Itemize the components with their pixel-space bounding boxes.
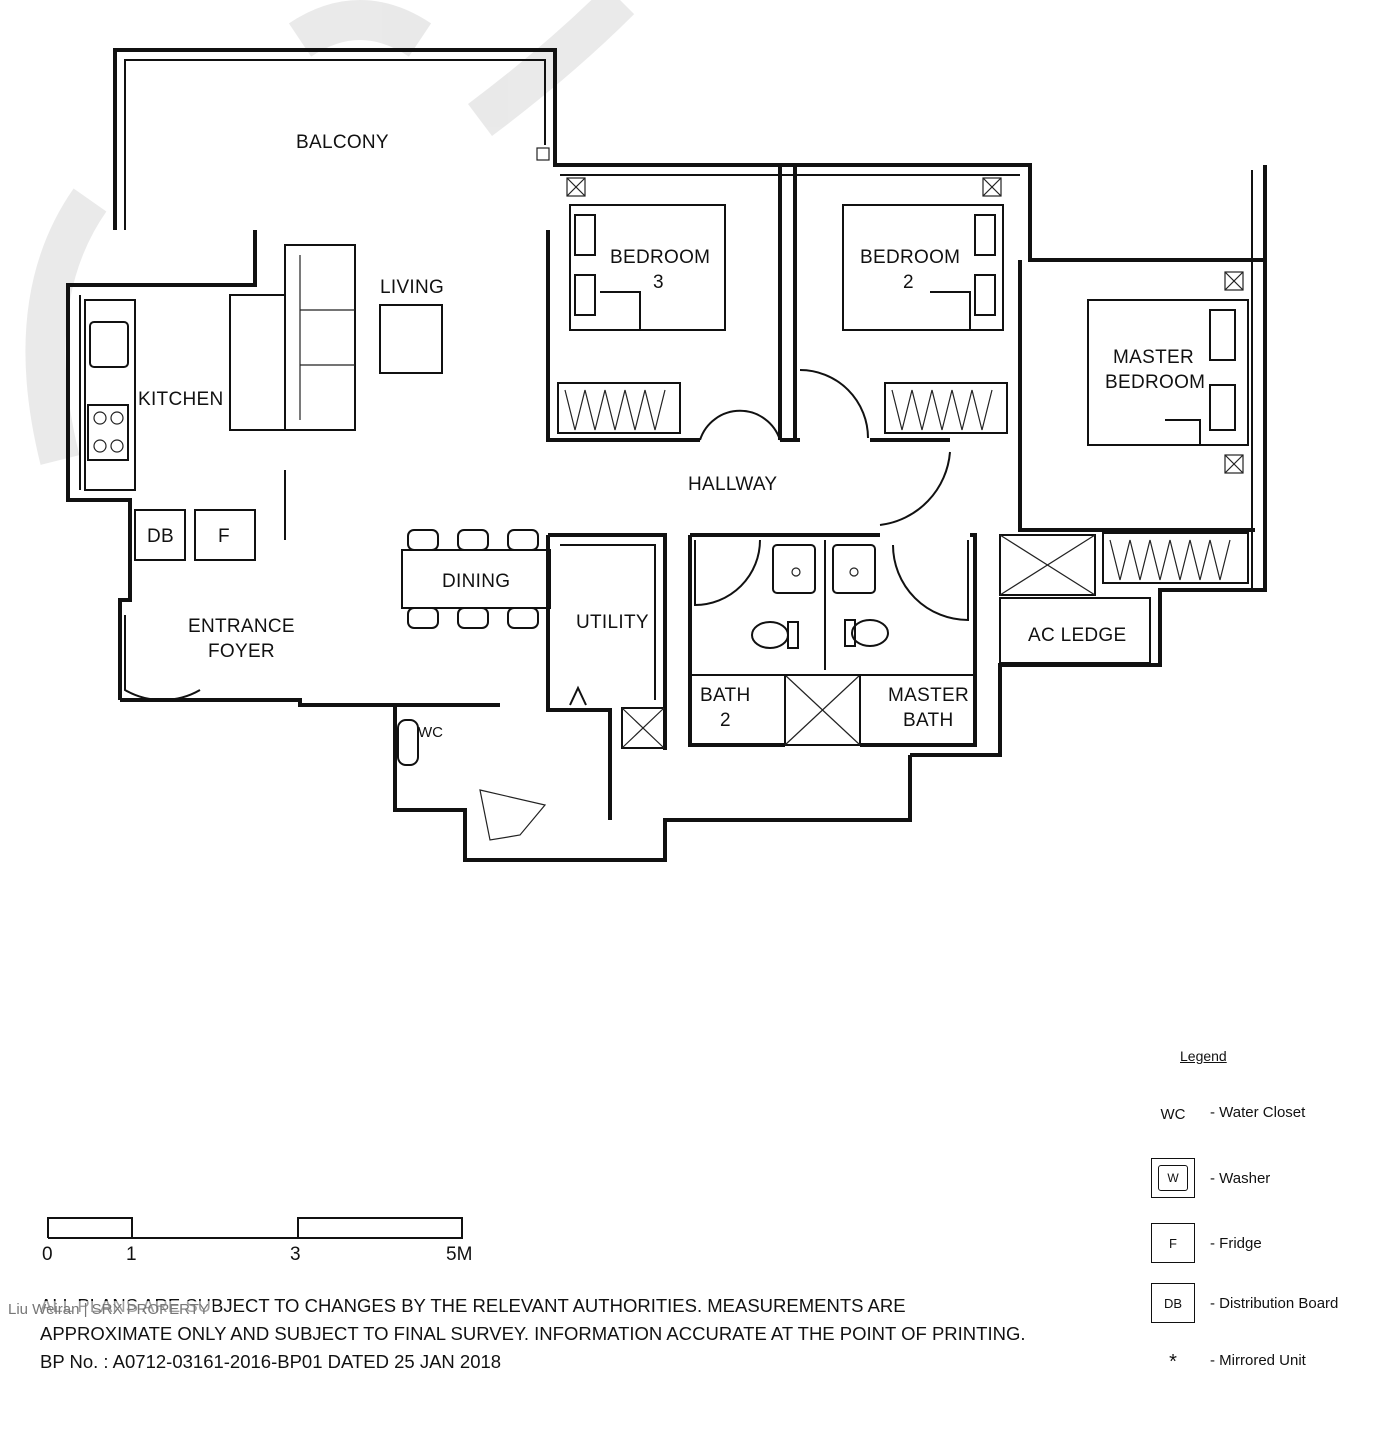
scale-label-0: 0 [42,1244,53,1265]
fridge-icon: F [1151,1223,1195,1263]
label-master-bedroom-1: MASTER [1113,347,1194,368]
disclaimer-line-1: ALL PLANS ARE SUBJECT TO CHANGES BY THE … [40,1295,906,1316]
label-db: DB [147,526,174,547]
legend-title: Legend [1180,1048,1227,1064]
label-dining: DINING [442,571,510,592]
legend-key-wc: WC [1160,1105,1186,1123]
door-swings [124,300,969,701]
label-living: LIVING [380,277,444,298]
label-bedroom3: BEDROOM [610,247,710,268]
label-master-bath-1: MASTER [888,685,969,706]
scale-label-5m: 5M [446,1244,473,1265]
scale-label-3: 3 [290,1244,301,1265]
photo-credit: Liu Weiran | SRX PROPERTY [4,1301,213,1318]
label-ac-ledge: AC LEDGE [1028,625,1127,646]
legend-key-washer: W [1158,1165,1188,1191]
label-hallway: HALLWAY [688,474,777,495]
washer-icon: W [1151,1158,1195,1198]
legend-desc-washer: - Washer [1210,1170,1271,1187]
label-entrance: ENTRANCE [188,616,295,637]
outer-walls [66,48,1267,862]
label-bath2-number: 2 [720,710,731,731]
scale-bar [47,1217,463,1239]
bp-number-line: BP No. : A0712-03161-2016-BP01 DATED 25 … [40,1351,502,1372]
label-bedroom2: BEDROOM [860,247,960,268]
label-wc: WC [418,724,443,741]
label-utility: UTILITY [576,612,649,633]
disclaimer-line-2: APPROXIMATE ONLY AND SUBJECT TO FINAL SU… [40,1323,1026,1344]
legend-key-fridge: F [1169,1235,1177,1251]
label-balcony: BALCONY [296,132,389,153]
label-master-bedroom-2: BEDROOM [1105,372,1205,393]
legend-desc-fridge: - Fridge [1210,1235,1262,1252]
label-kitchen: KITCHEN [138,389,224,410]
room-labels: BALCONY LIVING KITCHEN BEDROOM 3 BEDROOM… [138,132,1205,741]
distribution-board-icon: DB [1151,1283,1195,1323]
furniture [84,147,1249,841]
scale-label-1: 1 [126,1244,137,1265]
label-bedroom2-number: 2 [903,272,914,293]
label-bedroom3-number: 3 [653,272,664,293]
legend-desc-mirrored: - Mirrored Unit [1210,1352,1306,1369]
disclaimer-notes: ALL PLANS ARE SUBJECT TO CHANGES BY THE … [40,1292,1026,1376]
legend-key-mirrored: * [1169,1350,1177,1373]
legend-desc-db: - Distribution Board [1210,1295,1339,1312]
label-master-bath-2: BATH [903,710,953,731]
legend-desc-wc: - Water Closet [1210,1104,1306,1121]
label-fridge: F [218,526,230,547]
legend-key-db: DB [1163,1295,1183,1311]
label-foyer: FOYER [208,641,275,662]
label-bath2: BATH [700,685,750,706]
watermark-logo [25,0,635,465]
